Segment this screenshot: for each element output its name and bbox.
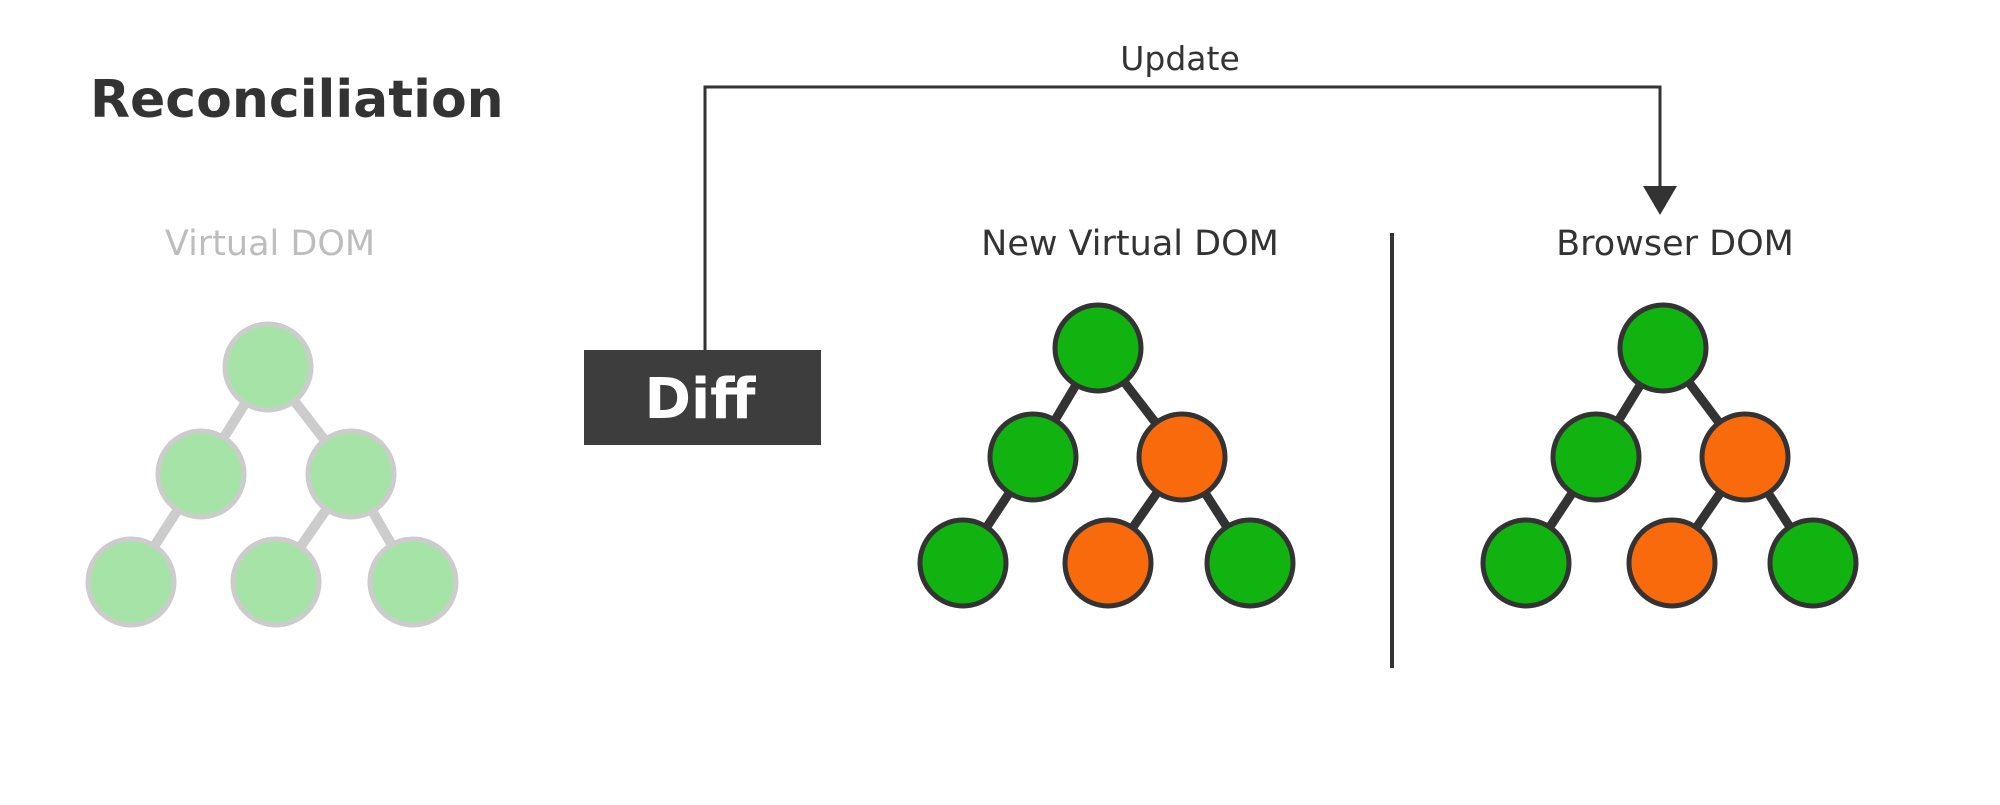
tree-node: [367, 536, 459, 628]
tree-node: [1550, 411, 1642, 503]
diagram-title: Reconciliation: [90, 70, 504, 130]
tree-node: [987, 411, 1079, 503]
tree-node: [222, 321, 314, 413]
tree-label-virtual-dom: Virtual DOM: [165, 224, 375, 264]
tree-new-virtual-dom: New Virtual DOM: [917, 224, 1296, 609]
tree-node: [1204, 517, 1296, 609]
tree-node: [1617, 302, 1709, 394]
update-label: Update: [1120, 39, 1240, 78]
tree-node: [305, 428, 397, 520]
tree-node: [85, 536, 177, 628]
tree-node: [917, 517, 1009, 609]
tree-label-new-virtual-dom: New Virtual DOM: [981, 224, 1279, 264]
tree-virtual-dom: Virtual DOM: [85, 224, 459, 628]
tree-node: [1767, 517, 1859, 609]
tree-browser-dom: Browser DOM: [1480, 224, 1859, 609]
update-connector: [703, 85, 1662, 352]
update-arrowhead: [1643, 186, 1677, 215]
tree-node: [230, 536, 322, 628]
diff-label: Diff: [644, 367, 756, 432]
tree-node: [1480, 517, 1572, 609]
diff-box: [584, 350, 821, 445]
tree-node-changed: [1699, 411, 1791, 503]
tree-label-browser-dom: Browser DOM: [1556, 224, 1794, 264]
tree-node-changed: [1062, 517, 1154, 609]
tree-node-changed: [1136, 411, 1228, 503]
tree-node: [155, 428, 247, 520]
tree-node: [1052, 302, 1144, 394]
tree-node-changed: [1626, 517, 1718, 609]
